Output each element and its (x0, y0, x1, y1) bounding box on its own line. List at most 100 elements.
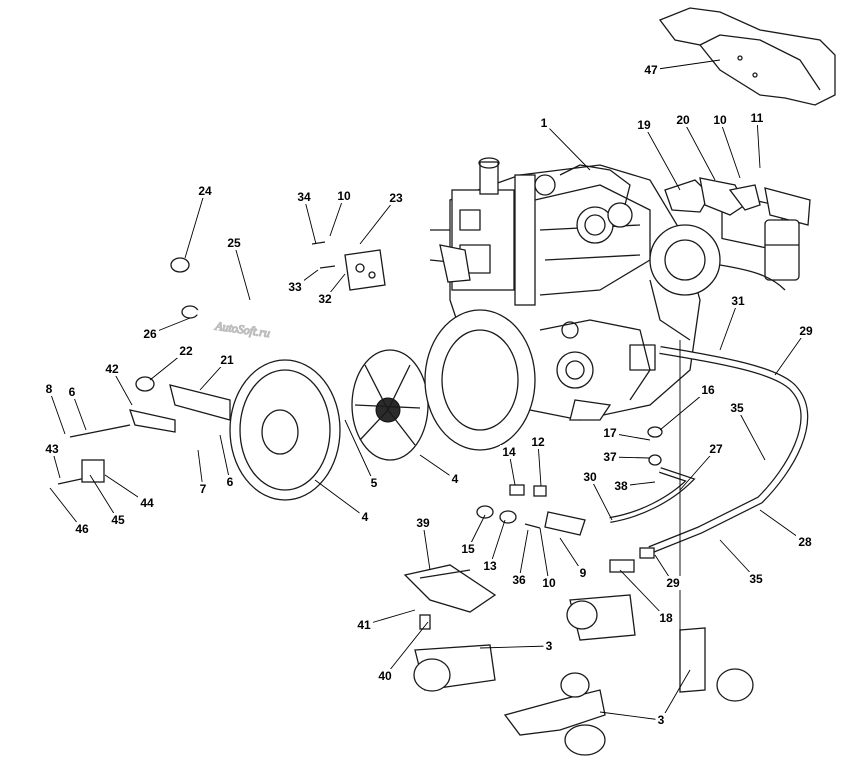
leader-line-c18 (619, 569, 667, 619)
callout-bg-c43 (43, 442, 61, 456)
callout-bg-c34 (295, 190, 313, 204)
callout-c30: 30 (583, 470, 597, 484)
callout-bg-c42 (103, 362, 121, 376)
callout-bg-c9 (577, 566, 589, 580)
callout-c33: 33 (288, 280, 302, 294)
leader-line-c34 (303, 196, 317, 245)
callout-c44: 44 (140, 496, 154, 510)
callout-c29a: 29 (799, 324, 813, 338)
callout-c17: 17 (603, 426, 617, 440)
callout-bg-c3c (655, 713, 667, 727)
fuel-filter-part-11 (719, 187, 811, 291)
callout-c31: 31 (731, 294, 745, 308)
leader-line-c19 (643, 124, 681, 191)
bell-housing (424, 309, 536, 451)
leader-line-c47 (650, 59, 721, 71)
callout-c11: 11 (751, 111, 764, 125)
leader-line-c6b (219, 434, 231, 483)
callout-bg-c38 (612, 479, 630, 493)
callout-bg-c19 (635, 118, 653, 132)
callout-bg-c33 (286, 280, 304, 294)
callout-c3a: 3 (546, 639, 553, 653)
engine-mount-part-3-bottom (503, 672, 606, 756)
fittings-cluster (476, 484, 586, 536)
hoses-part-24-25-26 (170, 257, 451, 333)
callout-c10a: 10 (713, 113, 727, 127)
callout-bg-c20 (674, 113, 692, 127)
callout-c39: 39 (416, 516, 430, 530)
callout-c26: 26 (143, 327, 157, 341)
callout-c9: 9 (580, 566, 587, 580)
callout-c35a: 35 (730, 401, 744, 415)
callout-bg-c26 (141, 327, 159, 341)
callout-c8: 8 (46, 382, 53, 396)
callout-bg-c7 (197, 482, 209, 496)
callout-bg-c29a (797, 324, 815, 338)
callout-c29b: 29 (666, 576, 680, 590)
callout-bg-c37 (601, 450, 619, 464)
leader-line-c36 (518, 529, 529, 581)
callout-bg-c16 (699, 383, 717, 397)
leader-line-c23 (359, 197, 397, 245)
callout-c35b: 35 (749, 572, 763, 586)
callout-c36: 36 (512, 573, 526, 587)
callout-bg-c35a (728, 401, 746, 415)
callout-c7: 7 (200, 482, 207, 496)
callout-c20: 20 (676, 113, 690, 127)
leader-line-c3a (479, 645, 550, 649)
callout-c21: 21 (220, 353, 234, 367)
callout-bg-c12 (529, 435, 547, 449)
callout-bg-c45 (109, 513, 127, 527)
callout-bg-c29b (664, 576, 682, 590)
callout-bg-c8 (43, 382, 55, 396)
callout-bg-c31 (729, 294, 747, 308)
flywheel-housing-part-4 (229, 359, 341, 501)
callout-bg-c18 (657, 611, 675, 625)
callout-bg-c6b (224, 475, 236, 489)
bracket-part-23 (311, 241, 386, 291)
callout-bg-c47 (642, 63, 660, 77)
leader-line-c3b (660, 669, 691, 721)
callout-bg-c22 (177, 344, 195, 358)
engine-mount-part-3-left (413, 644, 496, 692)
engine-mount-part-3-center (566, 594, 636, 641)
callout-bg-c10c (540, 576, 558, 590)
callout-bg-c6a (66, 385, 78, 399)
callout-c3c: 3 (658, 713, 665, 727)
callout-bg-c4a (449, 472, 461, 486)
leader-line-c45 (89, 474, 119, 521)
callout-bg-c21 (218, 353, 236, 367)
callout-c12: 12 (531, 435, 545, 449)
leader-line-c30 (589, 476, 613, 521)
callout-c38: 38 (614, 479, 628, 493)
callout-bg-c25 (225, 236, 243, 250)
callout-c16: 16 (701, 383, 715, 397)
leader-line-c10a (719, 119, 741, 179)
callout-bg-c14 (500, 445, 518, 459)
fan-drive-part-4-5 (351, 349, 429, 461)
callout-c19: 19 (637, 118, 651, 132)
leader-line-c39 (422, 522, 431, 571)
callout-bg-c28 (796, 535, 814, 549)
callout-bg-c40 (376, 669, 394, 683)
callout-c28: 28 (798, 535, 812, 549)
leader-line-c8 (48, 388, 66, 435)
leader-line-c10c (539, 527, 550, 584)
support-bracket-part-39 (403, 564, 497, 630)
callout-c22: 22 (179, 344, 193, 358)
callout-c4b: 4 (362, 510, 369, 524)
callout-c13: 13 (483, 559, 497, 573)
callout-bg-c27 (707, 442, 725, 456)
callout-c25: 25 (227, 236, 241, 250)
callout-c34: 34 (297, 190, 311, 204)
leader-line-c5 (344, 419, 375, 484)
callout-c47: 47 (644, 63, 658, 77)
callout-bg-c3a (543, 639, 555, 653)
callout-c14: 14 (502, 445, 516, 459)
callout-bg-c15 (459, 542, 477, 556)
leader-line-c40 (384, 621, 429, 677)
callout-c23: 23 (389, 191, 403, 205)
leader-line-c12 (537, 441, 542, 487)
